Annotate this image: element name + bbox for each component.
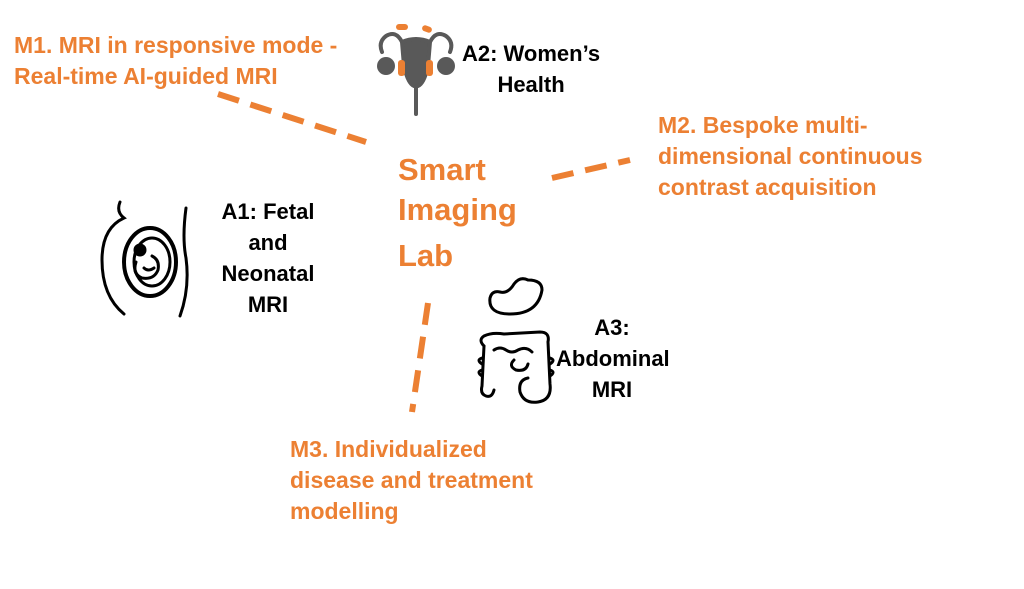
a3-line-3: MRI [591,377,633,402]
m3-line-2: disease and treatment [290,467,533,493]
connector-m1 [217,91,367,145]
a1-line-4: MRI [247,292,289,317]
connector-m2 [551,157,631,181]
hub-line-1: Smart [398,152,486,187]
method-m2-label: M2. Bespoke multi- dimensional continuou… [658,110,923,203]
hub-line-2: Imaging [398,192,517,227]
method-m3-label: M3. Individualized disease and treatment… [290,434,533,527]
uterus-icon [377,24,455,116]
m1-line-2: Real-time AI-guided MRI [14,63,278,89]
a1-line-3: Neonatal [221,261,315,286]
m2-line-2: dimensional continuous [658,143,923,169]
hub-title: Smart Imaging Lab [398,150,517,276]
area-a1-label: A1: Fetal and Neonatal MRI [208,196,328,320]
a1-line-2: and [248,230,288,255]
connector-m3 [409,302,431,413]
digestive-system-icon [477,277,555,404]
a1-line-1: A1: Fetal [221,199,315,224]
hub-line-3: Lab [398,238,454,273]
a3-line-1: A3: [594,315,630,340]
area-a3-label: A3: Abdominal MRI [556,312,670,405]
area-a2-label: A2: Women’s Health [462,38,600,100]
m2-line-3: contrast acquisition [658,174,877,200]
a3-line-2: Abdominal [556,346,670,371]
a2-line-1: A2: Women’s [462,41,601,66]
a2-line-2: Health [497,72,565,97]
m2-line-1: M2. Bespoke multi- [658,112,868,138]
method-m1-label: M1. MRI in responsive mode - Real-time A… [14,30,337,92]
pregnancy-icon [100,200,189,318]
m1-line-1: M1. MRI in responsive mode - [14,32,338,58]
m3-line-1: M3. Individualized [290,436,487,462]
m3-line-3: modelling [290,498,399,524]
